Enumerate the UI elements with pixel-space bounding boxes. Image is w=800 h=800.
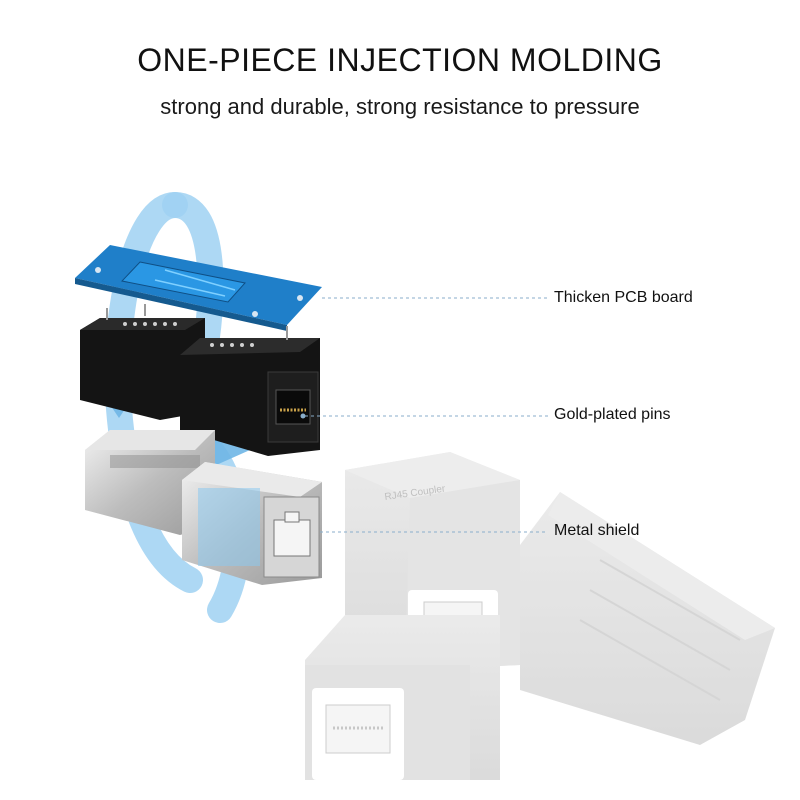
page-title: ONE-PIECE INJECTION MOLDING	[137, 42, 663, 78]
metal-shield-right	[182, 462, 322, 585]
pcb-board	[75, 245, 322, 331]
black-housing-right	[180, 326, 320, 456]
callout-label-gold-pins: Gold-plated pins	[554, 406, 671, 423]
page-subtitle: strong and durable, strong resistance to…	[160, 94, 640, 119]
leader-dot-pins	[300, 413, 306, 419]
callout-label-metal-shield: Metal shield	[554, 522, 640, 539]
black-housing-left	[80, 304, 205, 420]
callout-leaders	[305, 297, 548, 533]
ghost-coupler-front	[305, 615, 500, 780]
ghost-coupler-tilted	[520, 492, 775, 745]
callout-label-pcb-board: Thicken PCB board	[554, 289, 693, 306]
ghost-products: RJ45 Coupler	[305, 452, 775, 780]
